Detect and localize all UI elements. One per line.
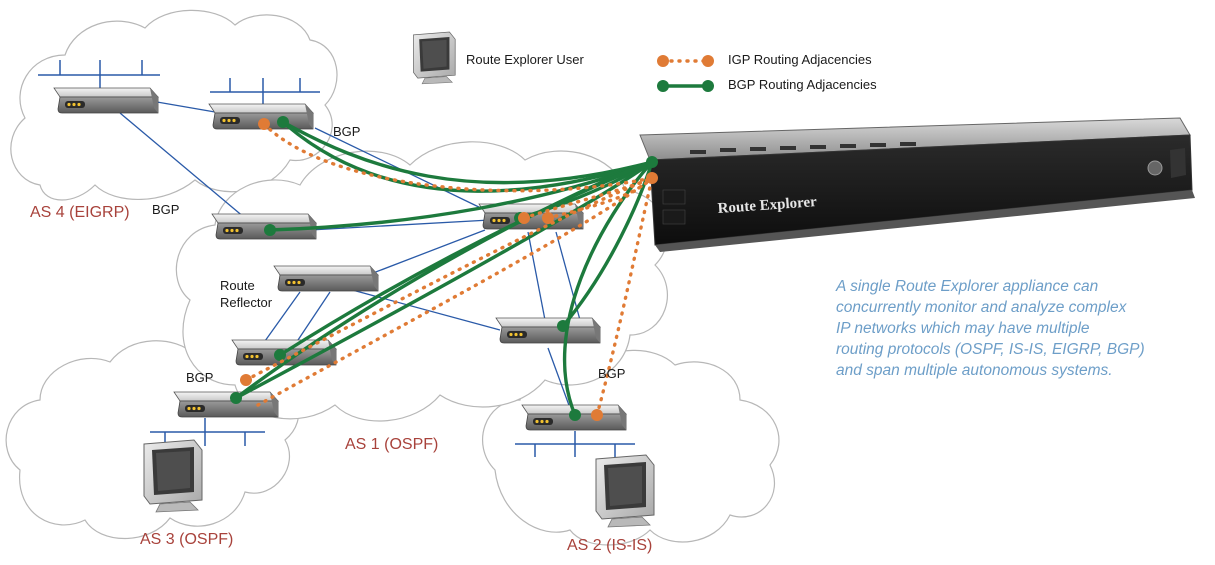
legend-bgp-label: BGP Routing Adjacencies	[728, 77, 877, 92]
caption-line: A single Route Explorer appliance can	[836, 278, 1099, 295]
route-reflector-label-line1: Route	[220, 278, 255, 293]
router-as4-a	[53, 87, 159, 114]
router-as1-top	[211, 213, 317, 240]
router-as1-lower-right	[495, 317, 601, 344]
caption-line: IP networks which may have multiple	[836, 320, 1090, 337]
as3-label: AS 3 (OSPF)	[140, 531, 234, 548]
caption-line: concurrently monitor and analyze complex	[836, 299, 1127, 316]
caption-line: and span multiple autonomous systems.	[836, 362, 1113, 379]
lan-segments	[38, 60, 635, 457]
router-as3	[173, 391, 279, 418]
appliance-brand: Route Explorer	[717, 194, 818, 217]
as1-label: AS 1 (OSPF)	[345, 436, 439, 453]
network-links	[119, 101, 581, 409]
as4-label: AS 4 (EIGRP)	[30, 204, 130, 221]
legend-igp-line	[657, 55, 714, 67]
legend-user-label: Route Explorer User	[466, 52, 584, 67]
legend-igp-label: IGP Routing Adjacencies	[728, 52, 872, 67]
rack-appliance-icon: Route Explorer	[639, 117, 1195, 252]
caption-line: routing protocols (OSPF, IS-IS, EIGRP, B…	[836, 341, 1145, 358]
bgp-label-top: BGP	[333, 124, 361, 139]
bgp-label-as2: BGP	[598, 366, 626, 381]
route-reflector-label-line2: Reflector	[220, 295, 273, 310]
caption: A single Route Explorer appliance can co…	[836, 276, 1208, 381]
legend-bgp-line	[657, 80, 714, 92]
legend-monitor-icon	[413, 31, 456, 85]
igp-adjacencies	[244, 122, 654, 417]
as2-label: AS 2 (IS-IS)	[567, 537, 653, 554]
igp-endpoints	[240, 118, 658, 421]
bgp-label-as3: BGP	[186, 370, 214, 385]
router-route-reflector	[273, 265, 379, 292]
bgp-label-as4: BGP	[152, 202, 180, 217]
